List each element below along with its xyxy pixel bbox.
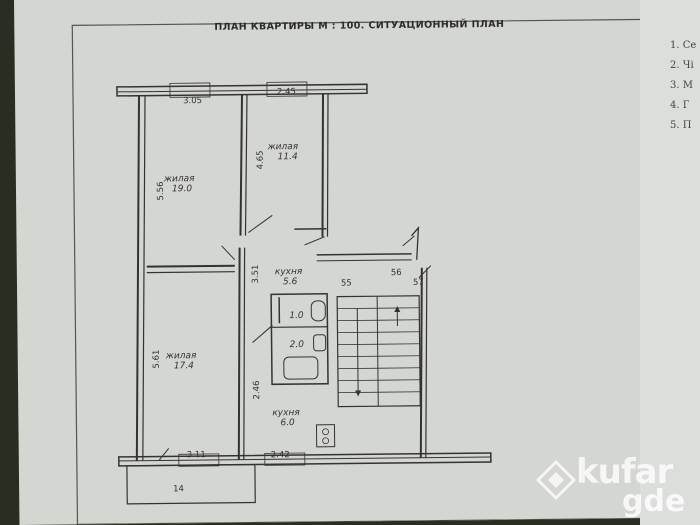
dim-57: 57: [412, 277, 424, 288]
room-label-zhilaya-2: жилая 11.4: [268, 142, 299, 162]
room-label-kuhnya-hall: кухня 5.6: [275, 267, 303, 287]
dim-balcony: 14: [173, 484, 185, 495]
dim-bottom-right: 2.42: [270, 450, 290, 461]
kufar-logo-icon: [536, 460, 576, 500]
room-name: жилая: [267, 142, 299, 153]
room-area-bath-2: 2.0: [289, 339, 305, 351]
room-area: 11.4: [277, 152, 298, 163]
side-list-item: 3. М: [670, 80, 693, 91]
dim-55: 55: [340, 278, 352, 289]
dim-hall-small: 3.51: [250, 264, 261, 284]
room-label-kuhnya: кухня 6.0: [272, 408, 300, 428]
room-area: 5.6: [282, 277, 298, 288]
document-sheet: ПЛАН КВАРТИРЫ М : 100. СИТУАЦИОННЫЙ ПЛАН…: [14, 0, 660, 525]
watermark-sub: gde: [622, 484, 686, 519]
room-label-zhilaya-3: жилая 17.4: [166, 351, 197, 371]
kufar-watermark: kufar gde: [530, 452, 700, 524]
side-list-item: 2. Чі: [670, 60, 694, 71]
watermark-brand: kufar: [576, 452, 673, 492]
room-area: 19.0: [171, 184, 193, 195]
side-list-item: 1. Се: [670, 40, 697, 51]
room-name: жилая: [165, 351, 197, 362]
room-label-zhilaya-1: жилая 19.0: [164, 174, 195, 194]
side-list: 1. Се 2. Чі 3. М 4. Г 5. П: [670, 36, 700, 136]
dim-top-left: 3.05: [183, 96, 203, 107]
room-name: жилая: [163, 174, 195, 185]
dim-left-lower: 5.61: [151, 349, 162, 369]
second-page-edge: [640, 0, 700, 525]
room-area: 6.0: [280, 418, 295, 429]
room-area: 17.4: [173, 361, 194, 372]
dim-left-upper: 5.56: [155, 181, 167, 201]
dim-bottom-left: 3.11: [186, 450, 206, 461]
dim-kitchen-height: 2.46: [251, 380, 263, 400]
side-list-item: 5. П: [670, 120, 692, 131]
dim-top-right: 2.45: [276, 87, 296, 98]
room-name: кухня: [274, 266, 303, 278]
dim-56: 56: [390, 267, 402, 279]
dim-room2-height: 4.65: [255, 150, 266, 170]
floor-plan-drawing: [71, 18, 655, 525]
room-area-bath-1: 1.0: [289, 310, 304, 322]
room-name: кухня: [272, 408, 300, 419]
side-list-item: 4. Г: [670, 100, 690, 111]
